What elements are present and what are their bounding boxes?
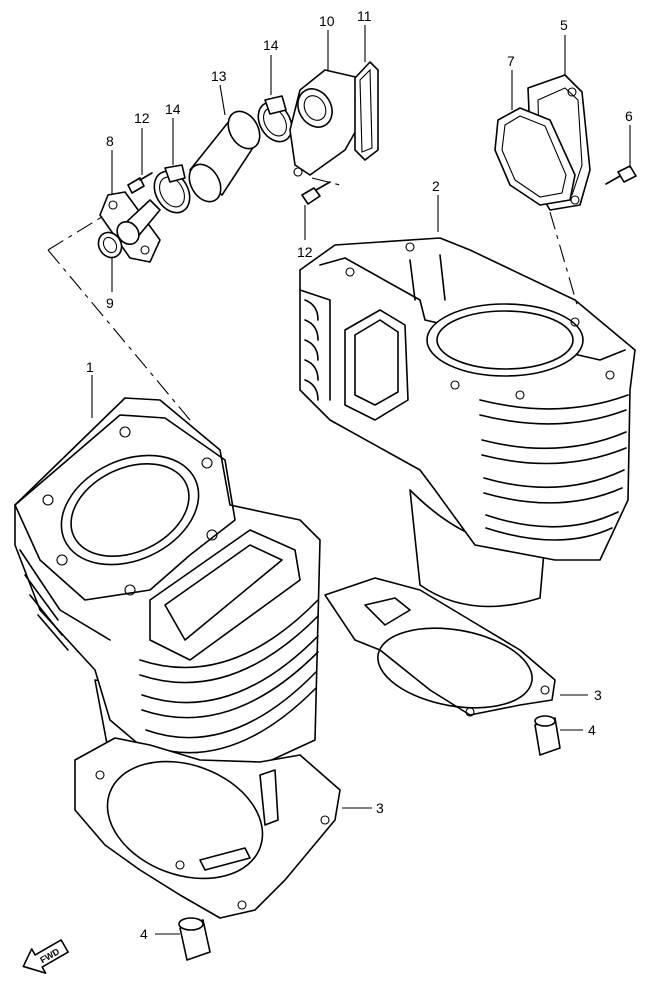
callout-8: 8	[106, 133, 114, 149]
callouts: 1 2 3 3 4 4 5 6 7 8 9 10 11 12 12 13 14 …	[86, 8, 633, 942]
leader-lines	[47, 25, 631, 935]
gasket-11	[354, 61, 379, 161]
callout-3: 3	[594, 687, 602, 703]
callout-11: 11	[357, 8, 372, 24]
intake-elbow-10	[289, 69, 363, 177]
dowel-pin-lower	[178, 917, 211, 961]
callout-10: 10	[319, 13, 335, 29]
callout-4: 4	[140, 926, 148, 942]
callout-7: 7	[507, 53, 515, 69]
clamp-14-lower	[153, 164, 191, 214]
callout-3: 3	[376, 800, 384, 816]
clamp-14-upper	[257, 95, 293, 143]
fwd-arrow-icon: FWD	[22, 939, 69, 974]
callout-12: 12	[297, 244, 313, 260]
callout-13: 13	[211, 68, 227, 84]
callout-2: 2	[432, 178, 440, 194]
callout-9: 9	[106, 295, 114, 311]
bolt-12-left	[127, 172, 153, 194]
callout-12: 12	[134, 110, 150, 126]
rear-cylinder-base-gasket	[324, 577, 556, 717]
intake-pipe-and-flange	[99, 191, 161, 263]
hose-13	[188, 110, 261, 203]
callout-6: 6	[625, 108, 633, 124]
bolt-6	[605, 165, 637, 185]
rear-cylinder	[299, 237, 636, 608]
callout-14: 14	[263, 37, 279, 53]
callout-5: 5	[560, 17, 568, 33]
o-ring-9	[97, 231, 123, 259]
front-cylinder	[14, 397, 321, 781]
gasket-7	[494, 107, 576, 206]
dowel-pin-upper	[534, 715, 561, 756]
callout-1: 1	[86, 359, 94, 375]
front-cylinder-base-gasket	[74, 737, 341, 919]
bolt-12-center	[301, 181, 331, 205]
callout-4: 4	[588, 722, 596, 738]
callout-14: 14	[165, 101, 181, 117]
